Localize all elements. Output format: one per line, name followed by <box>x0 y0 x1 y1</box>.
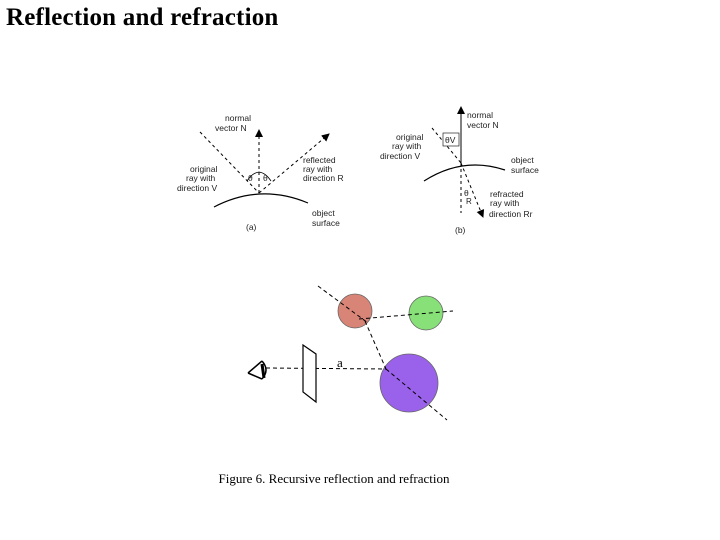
red-sphere <box>337 293 373 329</box>
reflection-angle-arc <box>258 171 272 182</box>
refracted-label-line3: direction Rr <box>489 209 533 219</box>
refracted-label-line1: refracted <box>490 189 524 199</box>
theta-v-box <box>442 132 460 147</box>
surface-label-line1-b: object <box>511 155 534 165</box>
incident-ray-line-b <box>431 127 462 164</box>
r-subscript: R <box>466 197 472 206</box>
original-label-line3: direction V <box>177 183 217 193</box>
screen-point-label: a <box>337 355 343 370</box>
primary-eye-ray <box>265 367 387 370</box>
incident-ray-line <box>199 131 260 194</box>
ray-tracing-scene: a <box>247 285 454 421</box>
original-label-line1: original <box>190 164 218 174</box>
page-title: Reflection and refraction <box>6 4 279 31</box>
incidence-angle-arc <box>246 171 260 182</box>
refracted-label-line2: ray with <box>490 198 520 208</box>
figure-caption: Figure 6. Recursive reflection and refra… <box>218 471 450 486</box>
green-sphere <box>408 295 444 331</box>
ray-to-red-sphere <box>317 285 369 324</box>
refracted-ray-arrow <box>460 162 485 218</box>
theta-symbol: θ <box>248 173 253 183</box>
original-label-line2: ray with <box>186 173 216 183</box>
panel-b-tag: (b) <box>455 225 466 235</box>
angle-symbol: θ <box>263 173 268 183</box>
normal-label-line1-b: normal <box>467 110 493 120</box>
normal-label-line1: normal <box>225 113 251 123</box>
theta-r-symbol: θ <box>464 188 469 198</box>
reflected-label-line2: ray with <box>303 164 333 174</box>
ray-red-to-purple <box>364 320 387 370</box>
object-surface-curve-b <box>423 164 506 182</box>
panel-a-tag: (a) <box>246 222 257 232</box>
original-label-line1-b: original <box>396 132 424 142</box>
ray-through-purple <box>385 368 448 421</box>
reflected-label-line3: direction R <box>303 173 344 183</box>
panel-reflection: normal vector N original ray with direct… <box>177 113 344 232</box>
view-plane-screen <box>302 343 317 404</box>
normal-label-line2-b: vector N <box>467 120 499 130</box>
surface-label-line1: object <box>312 208 335 218</box>
ray-red-to-green <box>358 310 454 320</box>
object-surface-curve <box>213 193 309 208</box>
theta-v-symbol: θV <box>445 135 456 145</box>
reflected-label-line1: reflected <box>303 155 336 165</box>
original-label-line3-b: direction V <box>380 151 420 161</box>
panel-refraction: normal vector N original ray with direct… <box>380 106 539 235</box>
normal-label-line2: vector N <box>215 123 247 133</box>
purple-sphere <box>379 353 439 413</box>
surface-label-line2-b: surface <box>511 165 539 175</box>
original-label-line2-b: ray with <box>392 141 422 151</box>
surface-label-line2: surface <box>312 218 340 228</box>
eye-icon <box>247 360 267 380</box>
